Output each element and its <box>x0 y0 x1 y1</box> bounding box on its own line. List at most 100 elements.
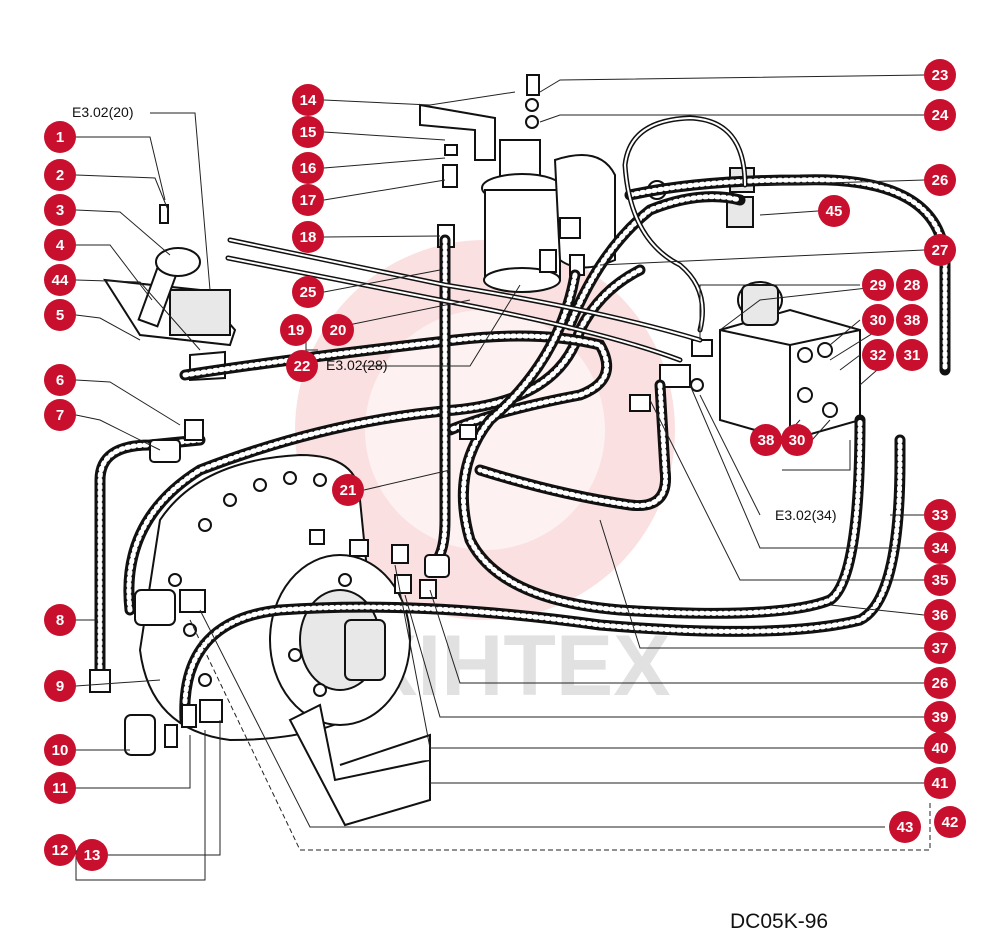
svg-text:4: 4 <box>56 237 65 254</box>
callout-9: 9 <box>44 670 76 702</box>
callout-44: 44 <box>44 264 76 296</box>
svg-text:29: 29 <box>870 277 887 294</box>
svg-text:41: 41 <box>932 775 949 792</box>
callout-5: 5 <box>44 299 76 331</box>
svg-text:21: 21 <box>340 482 357 499</box>
callout-31: 31 <box>896 339 928 371</box>
callout-3: 3 <box>44 194 76 226</box>
callout-30: 30 <box>781 424 813 456</box>
svg-text:6: 6 <box>56 372 64 389</box>
svg-text:25: 25 <box>300 284 317 301</box>
hose-lines <box>94 174 951 726</box>
callout-21: 21 <box>332 474 364 506</box>
callout-4: 4 <box>44 229 76 261</box>
svg-text:18: 18 <box>300 229 317 246</box>
callout-29: 29 <box>862 269 894 301</box>
reference-labels: E3.02(20) E3.02(28) E3.02(34) DC05K-96 <box>72 104 836 933</box>
svg-text:23: 23 <box>932 67 949 84</box>
callout-25: 25 <box>292 276 324 308</box>
svg-text:7: 7 <box>56 407 64 424</box>
svg-text:37: 37 <box>932 640 949 657</box>
callout-45: 45 <box>818 195 850 227</box>
callout-17: 17 <box>292 184 324 216</box>
callout-8: 8 <box>44 604 76 636</box>
svg-text:36: 36 <box>932 607 949 624</box>
bracket <box>288 703 431 827</box>
svg-text:11: 11 <box>52 780 68 797</box>
svg-text:1: 1 <box>56 129 64 146</box>
svg-text:3: 3 <box>56 202 64 219</box>
svg-text:19: 19 <box>288 322 305 339</box>
callout-34: 34 <box>924 532 956 564</box>
callout-33: 33 <box>924 499 956 531</box>
svg-text:38: 38 <box>904 312 921 329</box>
svg-text:2: 2 <box>56 167 64 184</box>
reference-label-e3-02-28: E3.02(28) <box>326 357 387 373</box>
callout-24: 24 <box>924 99 956 131</box>
callout-26: 26 <box>924 164 956 196</box>
svg-text:16: 16 <box>300 160 317 177</box>
callout-43: 43 <box>889 811 921 843</box>
callout-22: 22 <box>286 350 318 382</box>
callout-18: 18 <box>292 221 324 253</box>
callout-37: 37 <box>924 632 956 664</box>
callout-15: 15 <box>292 116 324 148</box>
callout-10: 10 <box>44 734 76 766</box>
svg-text:45: 45 <box>826 203 843 220</box>
svg-text:42: 42 <box>942 814 959 831</box>
svg-text:9: 9 <box>56 678 64 695</box>
callout-40: 40 <box>924 732 956 764</box>
svg-text:32: 32 <box>870 347 887 364</box>
cable-lines <box>225 115 748 363</box>
svg-text:27: 27 <box>932 242 949 259</box>
callout-11: 11 <box>44 772 76 804</box>
leader-lines <box>75 74 931 881</box>
callout-7: 7 <box>44 399 76 431</box>
callout-35: 35 <box>924 564 956 596</box>
svg-text:28: 28 <box>904 277 921 294</box>
svg-text:39: 39 <box>932 709 949 726</box>
svg-text:17: 17 <box>300 192 317 209</box>
callout-36: 36 <box>924 599 956 631</box>
svg-text:10: 10 <box>52 742 69 759</box>
svg-text:24: 24 <box>932 107 949 124</box>
svg-text:15: 15 <box>300 124 317 141</box>
callout-13: 13 <box>76 839 108 871</box>
callout-2: 2 <box>44 159 76 191</box>
callout-39: 39 <box>924 701 956 733</box>
svg-text:20: 20 <box>330 322 347 339</box>
callout-16: 16 <box>292 152 324 184</box>
reference-label-e3-02-34: E3.02(34) <box>775 507 836 523</box>
svg-text:40: 40 <box>932 740 949 757</box>
svg-text:14: 14 <box>300 92 317 109</box>
callout-27: 27 <box>924 234 956 266</box>
motor-housing <box>138 453 411 742</box>
svg-text:8: 8 <box>56 612 64 629</box>
svg-text:44: 44 <box>52 272 69 289</box>
svg-text:13: 13 <box>84 847 101 864</box>
callout-23: 23 <box>924 59 956 91</box>
callout-38: 38 <box>896 304 928 336</box>
solenoid-valve <box>419 74 616 293</box>
callout-26: 26 <box>924 667 956 699</box>
drawing <box>89 74 951 827</box>
svg-text:34: 34 <box>932 540 949 557</box>
svg-text:31: 31 <box>904 347 921 364</box>
callout-6: 6 <box>44 364 76 396</box>
svg-text:26: 26 <box>932 172 949 189</box>
pump-assembly <box>103 204 237 382</box>
callout-38: 38 <box>750 424 782 456</box>
svg-text:38: 38 <box>758 432 775 449</box>
fittings <box>89 419 477 756</box>
callout-32: 32 <box>862 339 894 371</box>
callout-41: 41 <box>924 767 956 799</box>
callout-1: 1 <box>44 121 76 153</box>
svg-text:5: 5 <box>56 307 64 324</box>
svg-text:30: 30 <box>870 312 887 329</box>
callout-14: 14 <box>292 84 324 116</box>
callout-20: 20 <box>322 314 354 346</box>
svg-text:12: 12 <box>52 842 69 859</box>
callout-19: 19 <box>280 314 312 346</box>
watermark-text: XIHTEX <box>360 618 671 714</box>
